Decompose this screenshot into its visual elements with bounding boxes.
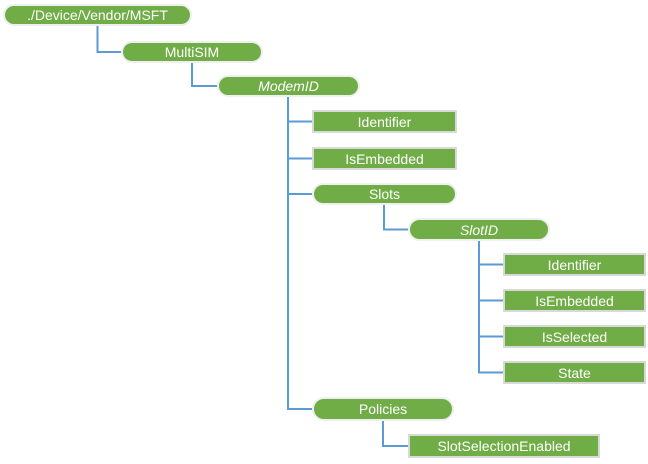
node-slotselectionenabled: SlotSelectionEnabled [408,434,600,458]
node-modem-identifier: Identifier [312,110,457,133]
node-slotid: SlotID [408,218,550,241]
connector-slotid-trunk [478,241,503,374]
node-slot-isembedded: IsEmbedded [503,289,646,312]
node-root-device-vendor-msft: ./Device/Vendor/MSFT [3,4,192,26]
connector-policies-slotselectionenabled [382,421,408,447]
node-modemid: ModemID [217,75,360,97]
node-policies: Policies [312,397,454,421]
node-slot-state: State [503,361,646,384]
node-slot-isselected: IsSelected [503,325,646,348]
node-slots: Slots [312,183,457,205]
node-multisim: MultiSIM [121,41,263,63]
node-modem-isembedded: IsEmbedded [312,147,457,170]
node-slot-identifier: Identifier [503,253,646,276]
connector-slots-slotid [383,205,408,231]
connector-modemid-trunk [287,97,312,410]
connector-multisim-modemid [191,63,217,87]
connector-root-multisim [96,26,121,53]
